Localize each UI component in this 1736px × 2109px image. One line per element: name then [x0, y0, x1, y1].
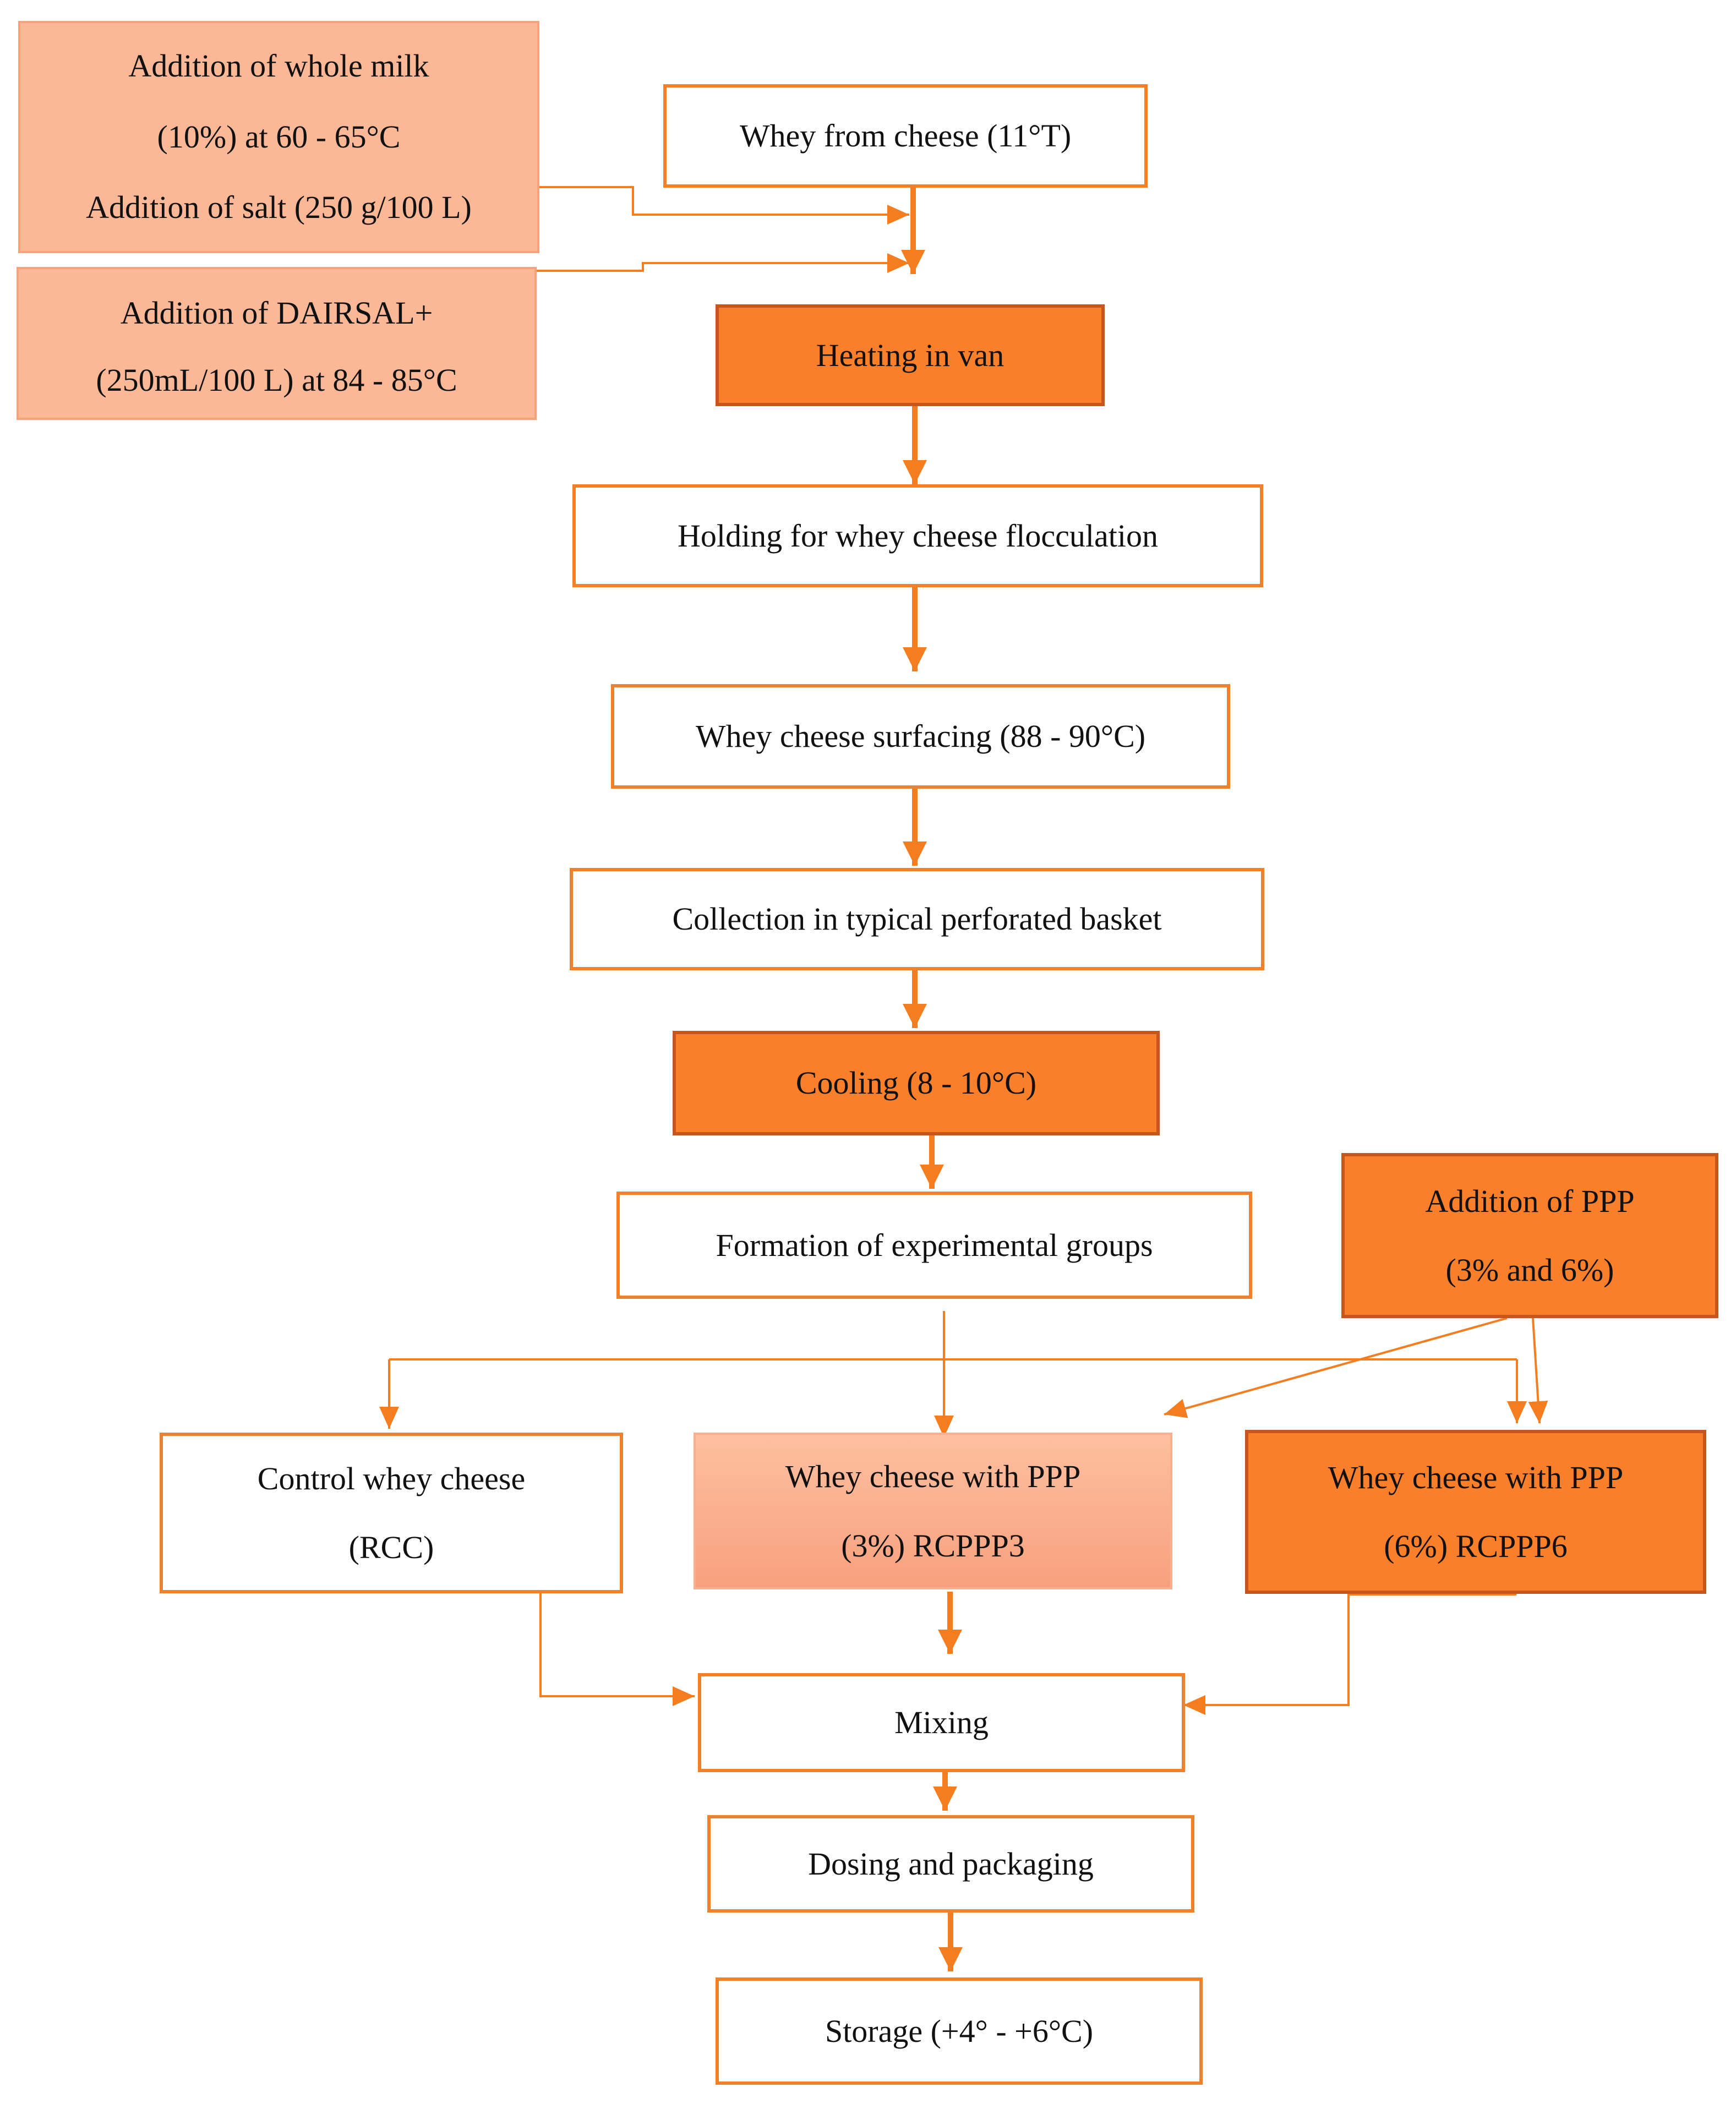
node-cooling-line-1: Cooling (8 - 10°C)	[795, 1065, 1037, 1101]
node-milk-line-2: (10%) at 60 - 65°C	[157, 118, 401, 155]
node-cooling: Cooling (8 - 10°C)	[673, 1031, 1160, 1135]
node-storage: Storage (+4° - +6°C)	[716, 1977, 1203, 2085]
connector-ppp-add-to-ppp3	[1164, 1317, 1508, 1418]
connector-milk-to-main	[539, 186, 909, 225]
node-dairsal-line-2: (250mL/100 L) at 84 - 85°C	[96, 362, 457, 398]
node-control-line-1: Control whey cheese	[257, 1460, 526, 1496]
node-dosing-line-1: Dosing and packaging	[808, 1845, 1094, 1882]
node-dosing-packaging: Dosing and packaging	[707, 1815, 1194, 1913]
node-mixing-line-1: Mixing	[894, 1704, 989, 1740]
node-ppp-add-line-1: Addition of PPP	[1425, 1183, 1635, 1219]
node-surfacing-line-1: Whey cheese surfacing (88 - 90°C)	[695, 718, 1146, 754]
node-heating-line-1: Heating in van	[816, 337, 1005, 373]
node-holding-flocculation: Holding for whey cheese flocculation	[572, 484, 1263, 587]
node-collection-basket: Collection in typical perforated basket	[570, 868, 1264, 970]
node-ppp3-line-1: Whey cheese with PPP	[785, 1458, 1081, 1495]
node-mixing: Mixing	[698, 1673, 1185, 1772]
node-control-whey-cheese: Control whey cheese (RCC)	[160, 1433, 623, 1593]
node-storage-line-1: Storage (+4° - +6°C)	[825, 2013, 1094, 2049]
node-ppp6-line-1: Whey cheese with PPP	[1328, 1459, 1624, 1495]
node-formation-line-1: Formation of experimental groups	[716, 1227, 1153, 1263]
connector-control-to-mixing	[391, 1584, 695, 1706]
node-milk-line-3: Addition of salt (250 g/100 L)	[86, 189, 472, 226]
node-ppp-addition: Addition of PPP (3% and 6%)	[1341, 1153, 1718, 1318]
node-whey-cheese-surfacing: Whey cheese surfacing (88 - 90°C)	[611, 684, 1230, 789]
connector-dairsal-to-main	[537, 253, 909, 273]
node-whey-from-cheese: Whey from cheese (11°T)	[663, 84, 1148, 188]
connector-ppp6-to-mixing	[1183, 1593, 1516, 1715]
node-ppp6-line-2: (6%) RCPPP6	[1384, 1528, 1568, 1564]
node-milk-line-1: Addition of whole milk	[128, 47, 429, 84]
node-holding-line-1: Holding for whey cheese flocculation	[678, 517, 1158, 554]
node-formation-groups: Formation of experimental groups	[616, 1192, 1252, 1299]
node-heating-in-van: Heating in van	[716, 304, 1105, 406]
node-whole-milk-addition: Addition of whole milk (10%) at 60 - 65°…	[18, 21, 539, 253]
connector-ppp-add-to-ppp6	[1528, 1318, 1548, 1424]
node-dairsal-line-1: Addition of DAIRSAL+	[120, 295, 433, 331]
node-ppp-add-line-2: (3% and 6%)	[1445, 1252, 1614, 1288]
node-ppp3-line-2: (3%) RCPPP3	[841, 1527, 1025, 1564]
node-whey-cheese-ppp6: Whey cheese with PPP (6%) RCPPP6	[1245, 1430, 1706, 1594]
node-whey-line-1: Whey from cheese (11°T)	[739, 118, 1072, 154]
node-collection-line-1: Collection in typical perforated basket	[672, 901, 1162, 937]
node-control-line-2: (RCC)	[348, 1529, 434, 1565]
node-whey-cheese-ppp3: Whey cheese with PPP (3%) RCPPP3	[694, 1433, 1172, 1589]
node-dairsal-addition: Addition of DAIRSAL+ (250mL/100 L) at 84…	[17, 267, 537, 420]
